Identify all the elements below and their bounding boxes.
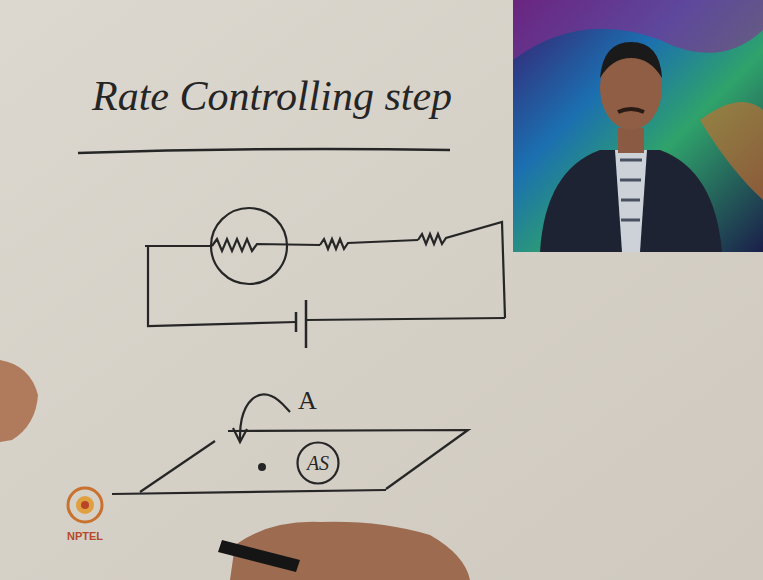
- logo-text: NPTEL: [67, 530, 103, 542]
- presenter-hand: [0, 360, 470, 580]
- battery-symbol: [305, 300, 308, 348]
- site-circle: AS: [296, 441, 340, 485]
- title-underline: [78, 149, 450, 153]
- resistor-symbol: [320, 239, 418, 249]
- presenter-video: [513, 0, 763, 252]
- catalyst-surface: [112, 430, 468, 494]
- species-label: A: [298, 386, 317, 416]
- handwritten-title: Rate Controlling step: [92, 72, 452, 120]
- adsorbed-dot: [258, 463, 266, 471]
- battery-symbol: [295, 312, 298, 332]
- marker-pen: [218, 540, 300, 572]
- highlight-circle: [211, 208, 287, 284]
- resistor-circuit: [145, 208, 505, 348]
- resistor-symbol: [418, 222, 505, 318]
- arrow-head: [233, 428, 247, 442]
- adsorption-arrow: [240, 395, 290, 440]
- nptel-logo: [68, 488, 102, 522]
- resistor-symbol: [212, 239, 320, 251]
- site-label: AS: [307, 452, 329, 474]
